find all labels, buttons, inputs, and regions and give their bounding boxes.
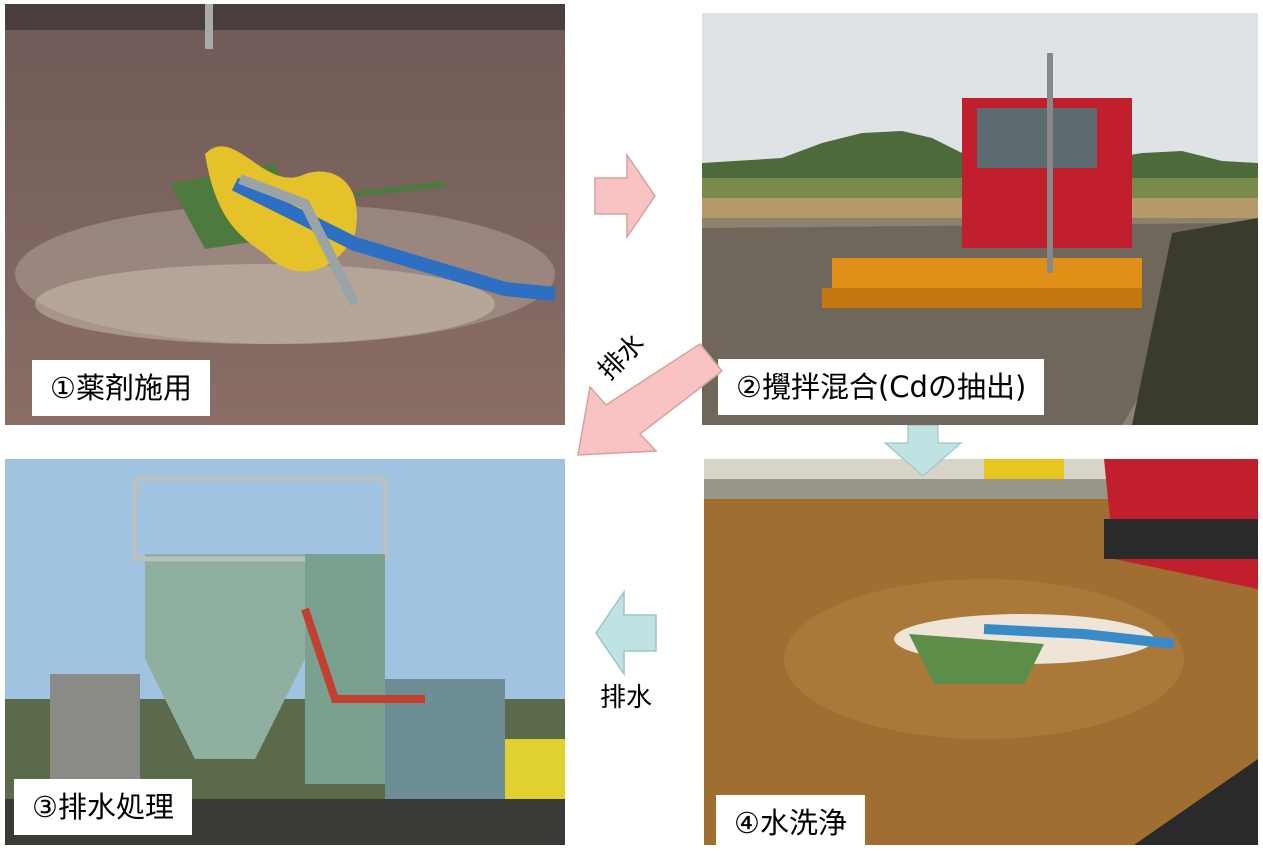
photo-chemical-application: [5, 4, 565, 425]
arrow-down-icon: [883, 425, 963, 477]
arrow-right-icon: [594, 153, 656, 239]
step4-label: ④水洗浄: [716, 795, 865, 851]
arrow-diagonal-icon: [577, 343, 724, 456]
step1-label: ①薬剤施用: [32, 360, 210, 416]
arrow-left-icon: [595, 590, 657, 676]
photo-wastewater-treatment: [5, 459, 565, 845]
step2-label: ②攪拌混合(Cdの抽出): [718, 359, 1045, 415]
photo-water-washing: [704, 459, 1258, 845]
drain-label-lower: 排水: [600, 683, 653, 713]
step3-label: ③排水処理: [14, 779, 192, 835]
